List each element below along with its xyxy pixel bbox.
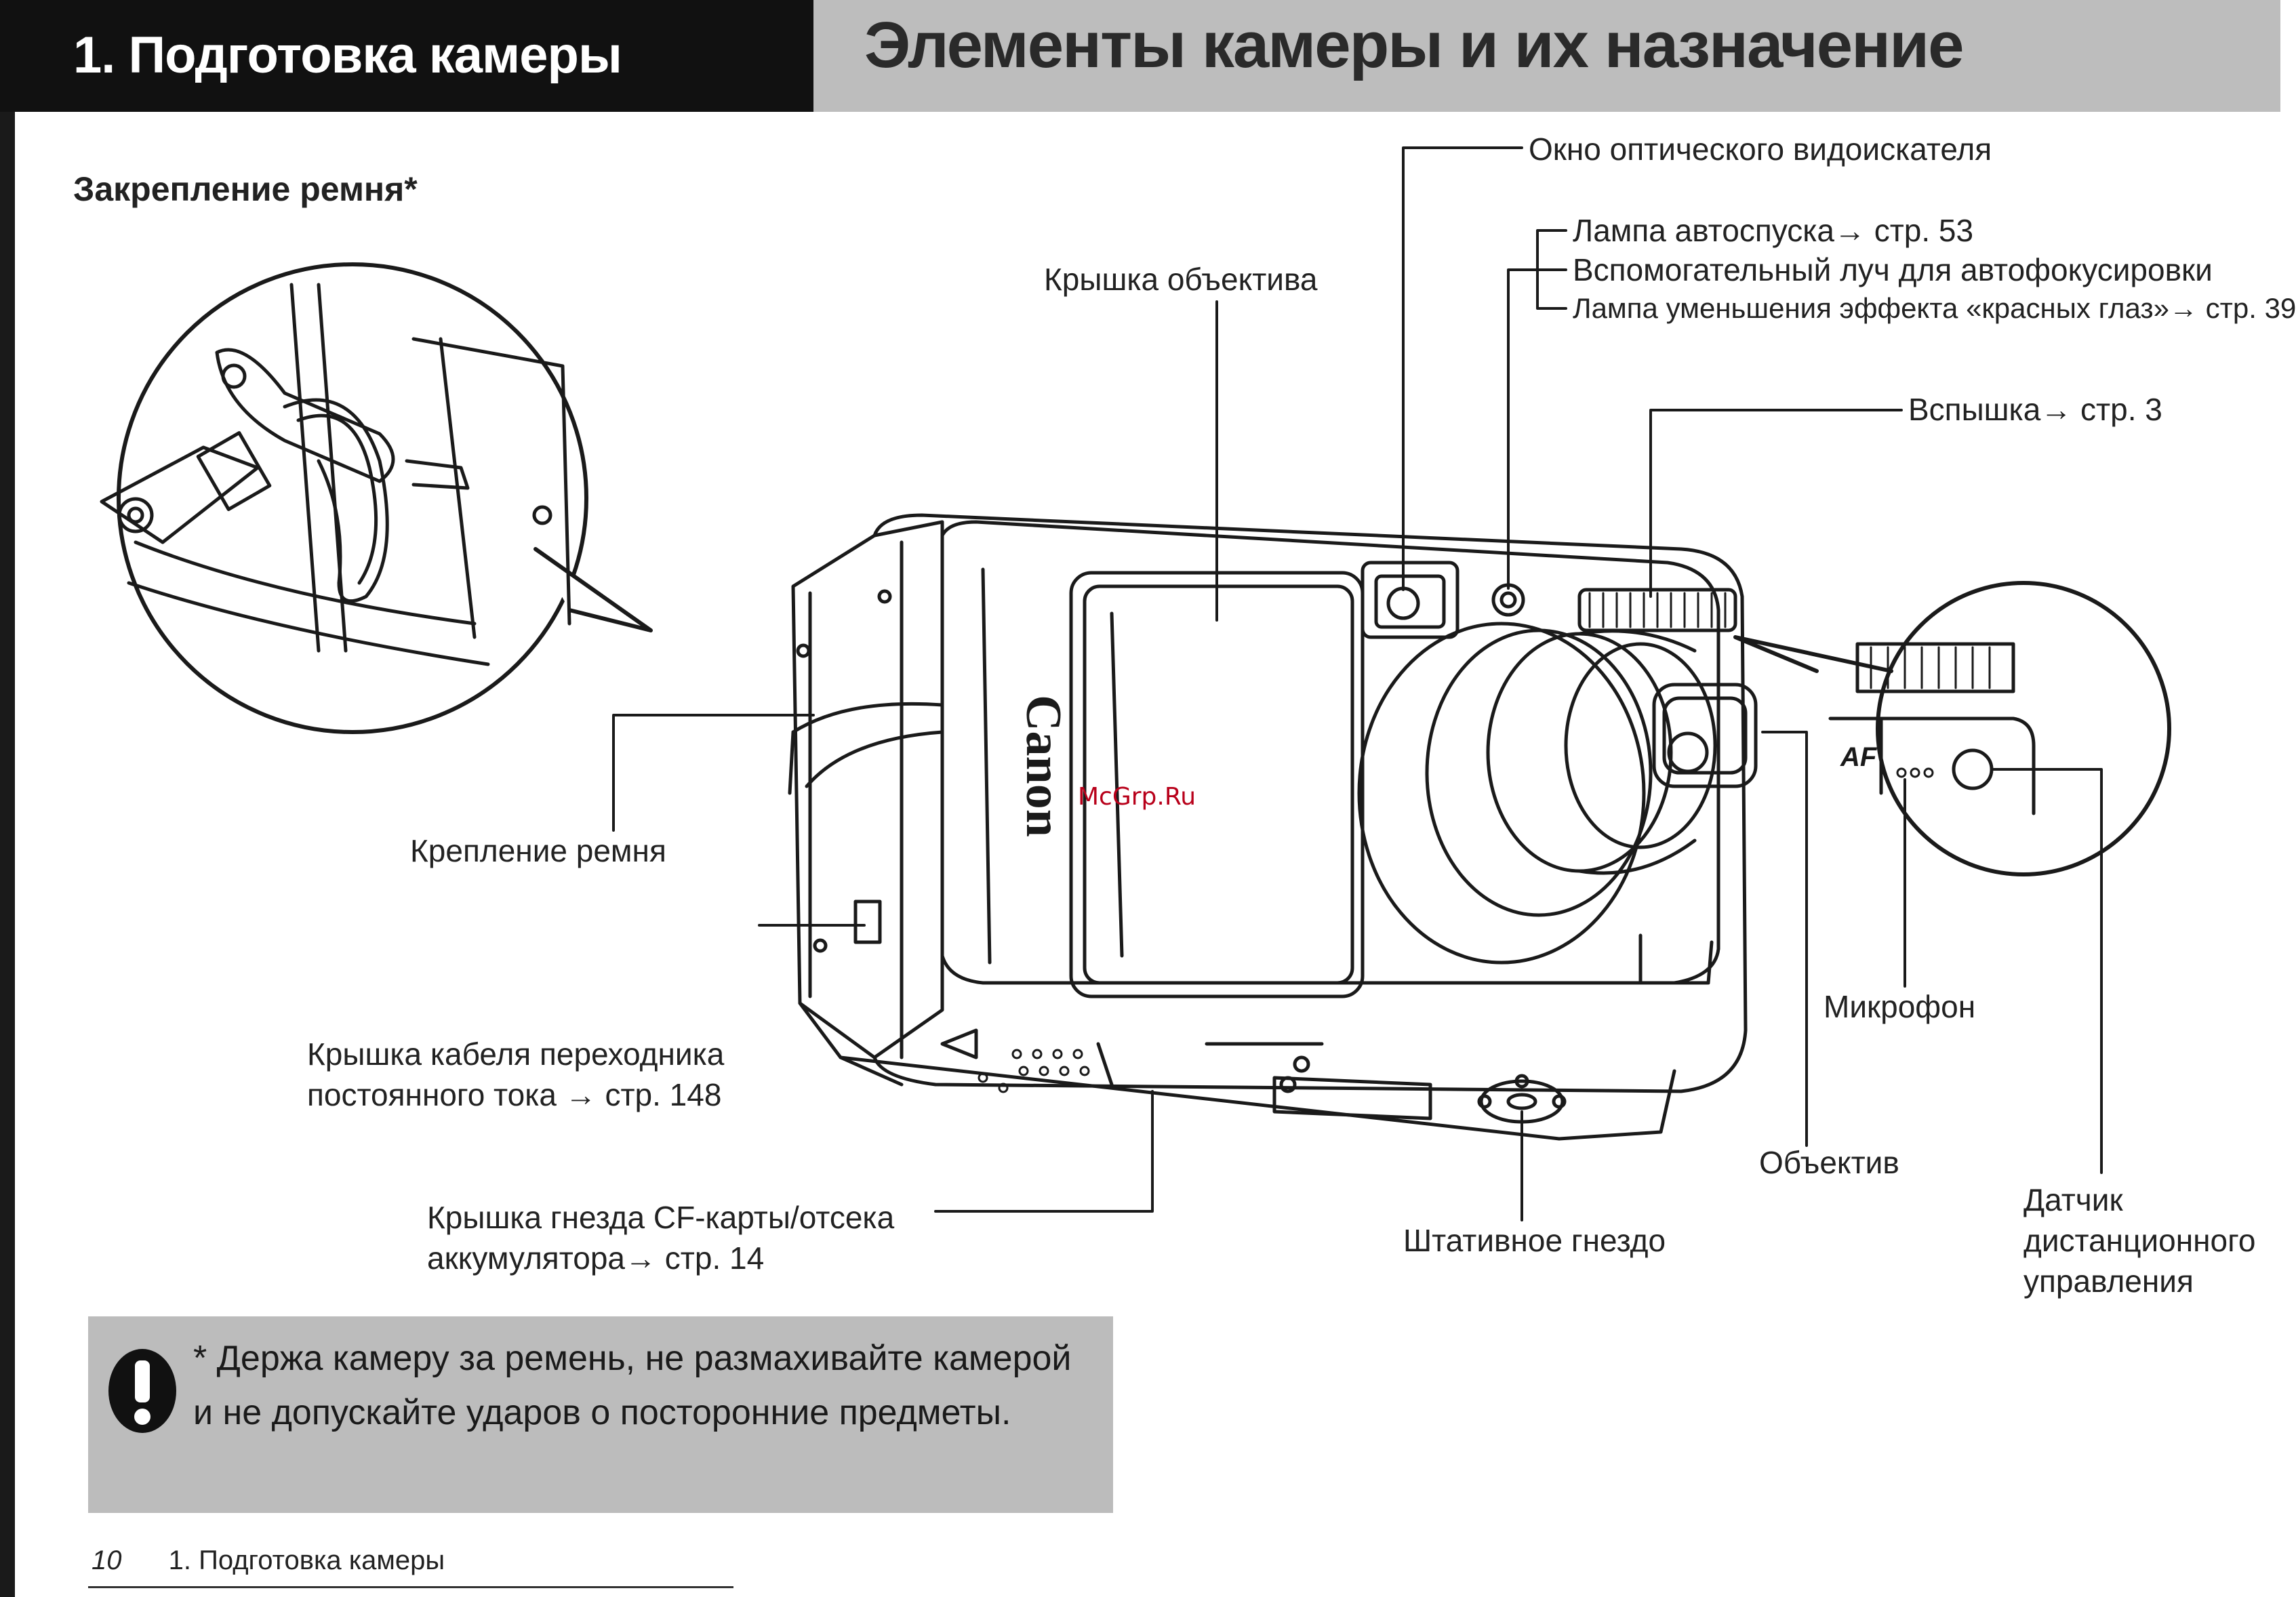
label-lens: Объектив xyxy=(1759,1145,1899,1180)
brand-logo: Canon xyxy=(1015,695,1071,837)
label-remote-sensor-1: Датчик xyxy=(2023,1182,2123,1217)
label-remote-sensor-2: дистанционного xyxy=(2023,1223,2256,1258)
label-microphone: Микрофон xyxy=(1824,989,1976,1024)
footer-chapter: 1. Подготовка камеры xyxy=(168,1545,445,1575)
page-header: Элементы камеры и их назначение xyxy=(813,0,2280,112)
chapter-title: 1. Подготовка камеры xyxy=(73,26,622,84)
label-af-assist-beam: Вспомогательный луч для автофокусировки xyxy=(1573,252,2213,287)
warning-text: * Держа камеру за ремень, не размахивайт… xyxy=(193,1339,1072,1432)
af-mark: AF xyxy=(1840,742,1878,772)
label-lens-cover: Крышка объектива xyxy=(1044,262,1318,297)
page-footer: 10 1. Подготовка камеры xyxy=(92,1545,445,1576)
remote-sensor-inset xyxy=(1733,581,2171,876)
label-remote-sensor-3: управления xyxy=(2023,1264,2194,1299)
label-self-timer-lamp: Лампа автоспуска→ стр. 53 xyxy=(1573,213,1974,248)
footer-rule xyxy=(88,1586,733,1588)
label-cf-cover-2: аккумулятора→ стр. 14 xyxy=(427,1240,765,1276)
label-dc-coupler-cover-1: Крышка кабеля переходника xyxy=(307,1036,725,1072)
label-strap-mount: Крепление ремня xyxy=(410,833,666,868)
watermark: McGrp.Ru xyxy=(1078,783,1196,811)
label-red-eye-lamp: Лампа уменьшения эффекта «красных глаз»→… xyxy=(1573,292,2296,324)
label-viewfinder-window: Окно оптического видоискателя xyxy=(1529,132,1992,167)
strap-inset-illustration xyxy=(100,262,653,734)
camera-body xyxy=(788,513,1758,1141)
page-number: 10 xyxy=(92,1545,122,1575)
page-title: Элементы камеры и их назначение xyxy=(864,9,1964,81)
leader-lines xyxy=(612,146,2103,1221)
label-flash: Вспышка→ стр. 3 xyxy=(1908,392,2162,427)
strap-section-title: Закрепление ремня* xyxy=(73,170,418,208)
label-tripod-socket: Штативное гнездо xyxy=(1403,1223,1666,1258)
exclamation-icon xyxy=(108,1349,176,1433)
warning-box: * Держа камеру за ремень, не размахивайт… xyxy=(88,1316,1113,1513)
label-dc-coupler-cover-2: постоянного тока → стр. 148 xyxy=(307,1077,722,1112)
left-margin-bar xyxy=(0,112,15,1597)
chapter-header: 1. Подготовка камеры xyxy=(0,0,813,112)
label-cf-cover-1: Крышка гнезда CF-карты/отсека xyxy=(427,1200,895,1235)
